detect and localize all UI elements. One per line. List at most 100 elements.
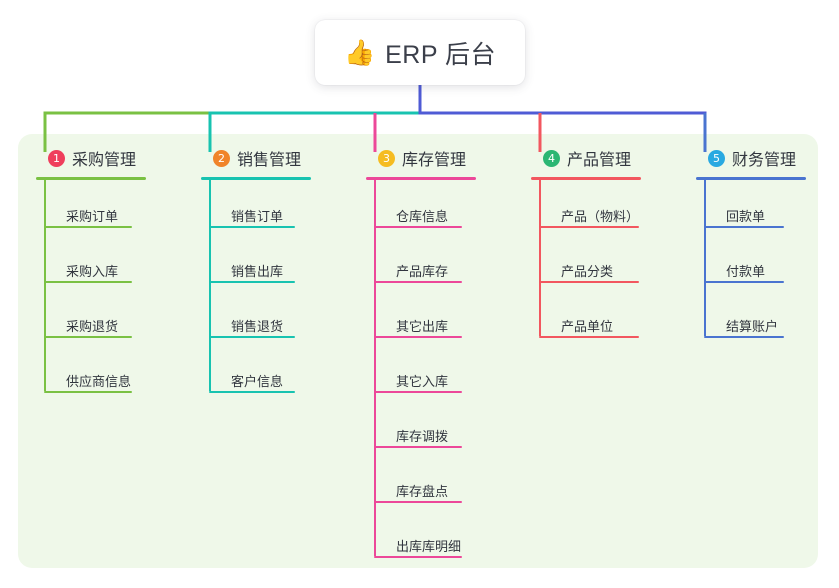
branch-header-1[interactable]: 1 采购管理	[36, 146, 146, 170]
leaf-item[interactable]: 销售订单	[201, 180, 311, 235]
leaf-label: 付款单	[726, 264, 766, 279]
leaf-label: 库存盘点	[396, 484, 449, 499]
leaf-item[interactable]: 采购订单	[36, 180, 146, 235]
leaf-underline	[374, 281, 462, 283]
leaf-underline	[44, 336, 132, 338]
leaf-item[interactable]: 产品分类	[531, 235, 641, 290]
branch-underline-4	[531, 177, 641, 180]
branch-spine-3	[374, 180, 376, 556]
leaf-underline	[374, 336, 462, 338]
leaf-underline	[704, 281, 784, 283]
leaf-underline	[44, 226, 132, 228]
branch-column-3: 3 库存管理仓库信息产品库存其它出库其它入库库存调拨库存盘点出库库明细	[366, 146, 476, 565]
leaf-label: 其它入库	[396, 374, 449, 389]
leaf-underline	[539, 226, 639, 228]
leaf-label: 结算账户	[726, 319, 779, 334]
leaf-underline	[209, 336, 295, 338]
leaf-item[interactable]: 库存调拨	[366, 400, 476, 455]
leaf-underline	[44, 391, 132, 393]
branch-badge-5: 5	[708, 149, 725, 167]
branch-items-5: 回款单付款单结算账户	[696, 180, 806, 345]
branch-label-3: 库存管理	[402, 152, 467, 169]
leaf-label: 采购入库	[66, 264, 119, 279]
leaf-underline	[374, 501, 462, 503]
leaf-label: 客户信息	[231, 374, 284, 389]
root-title: ERP 后台	[385, 40, 497, 69]
leaf-underline	[539, 336, 639, 338]
leaf-label: 销售出库	[231, 264, 284, 279]
branch-label-1: 采购管理	[72, 152, 137, 169]
leaf-underline	[209, 391, 295, 393]
leaf-item[interactable]: 客户信息	[201, 345, 311, 400]
leaf-item[interactable]: 产品（物料）	[531, 180, 641, 235]
leaf-underline	[374, 556, 462, 558]
leaf-item[interactable]: 采购入库	[36, 235, 146, 290]
branch-badge-3: 3	[378, 149, 395, 167]
branch-badge-2: 2	[213, 149, 230, 167]
leaf-item[interactable]: 付款单	[696, 235, 806, 290]
leaf-item[interactable]: 采购退货	[36, 290, 146, 345]
leaf-label: 产品单位	[561, 319, 614, 334]
branch-header-3[interactable]: 3 库存管理	[366, 146, 476, 170]
leaf-underline	[374, 446, 462, 448]
thumbs-up-icon: 👍	[343, 38, 376, 67]
branch-label-5: 财务管理	[732, 152, 797, 169]
branches-panel	[18, 134, 818, 568]
root-node[interactable]: 👍 ERP 后台	[315, 20, 525, 85]
leaf-item[interactable]: 库存盘点	[366, 455, 476, 510]
leaf-item[interactable]: 其它出库	[366, 290, 476, 345]
branch-header-2[interactable]: 2 销售管理	[201, 146, 311, 170]
leaf-label: 产品（物料）	[561, 209, 640, 224]
branch-spine-5	[704, 180, 706, 336]
branch-column-4: 4 产品管理产品（物料） 产品分类产品单位	[531, 146, 641, 345]
leaf-item[interactable]: 供应商信息	[36, 345, 146, 400]
leaf-underline	[704, 226, 784, 228]
leaf-item[interactable]: 产品单位	[531, 290, 641, 345]
leaf-label: 销售退货	[231, 319, 284, 334]
leaf-item[interactable]: 销售出库	[201, 235, 311, 290]
branch-items-3: 仓库信息产品库存其它出库其它入库库存调拨库存盘点出库库明细	[366, 180, 476, 565]
leaf-item[interactable]: 回款单	[696, 180, 806, 235]
branch-spine-1	[44, 180, 46, 391]
leaf-label: 销售订单	[231, 209, 284, 224]
leaf-item[interactable]: 仓库信息	[366, 180, 476, 235]
branch-label-4: 产品管理	[567, 152, 632, 169]
leaf-underline	[209, 226, 295, 228]
leaf-underline	[374, 391, 462, 393]
leaf-label: 采购订单	[66, 209, 119, 224]
leaf-item[interactable]: 出库库明细	[366, 510, 476, 565]
leaf-label: 回款单	[726, 209, 766, 224]
branch-spine-4	[539, 180, 541, 336]
leaf-label: 库存调拨	[396, 429, 449, 444]
leaf-label: 供应商信息	[66, 374, 132, 389]
branch-header-5[interactable]: 5 财务管理	[696, 146, 806, 170]
branch-column-2: 2 销售管理销售订单销售出库销售退货客户信息	[201, 146, 311, 400]
leaf-label: 采购退货	[66, 319, 119, 334]
leaf-underline	[704, 336, 784, 338]
branch-underline-5	[696, 177, 806, 180]
branch-label-2: 销售管理	[237, 152, 302, 169]
branch-header-4[interactable]: 4 产品管理	[531, 146, 641, 170]
leaf-label: 仓库信息	[396, 209, 449, 224]
leaf-underline	[209, 281, 295, 283]
branch-spine-2	[209, 180, 211, 391]
leaf-item[interactable]: 销售退货	[201, 290, 311, 345]
branch-underline-2	[201, 177, 311, 180]
leaf-label: 产品分类	[561, 264, 614, 279]
branch-items-1: 采购订单采购入库采购退货供应商信息	[36, 180, 146, 400]
leaf-underline	[44, 281, 132, 283]
branch-items-2: 销售订单销售出库销售退货客户信息	[201, 180, 311, 400]
leaf-label: 出库库明细	[396, 539, 462, 554]
branch-badge-1: 1	[48, 149, 65, 167]
branch-items-4: 产品（物料） 产品分类产品单位	[531, 180, 641, 345]
leaf-item[interactable]: 其它入库	[366, 345, 476, 400]
branch-underline-3	[366, 177, 476, 180]
leaf-label: 产品库存	[396, 264, 449, 279]
leaf-underline	[539, 281, 639, 283]
branch-underline-1	[36, 177, 146, 180]
branch-column-5: 5 财务管理回款单付款单结算账户	[696, 146, 806, 345]
branch-badge-4: 4	[543, 149, 560, 167]
leaf-item[interactable]: 结算账户	[696, 290, 806, 345]
leaf-item[interactable]: 产品库存	[366, 235, 476, 290]
